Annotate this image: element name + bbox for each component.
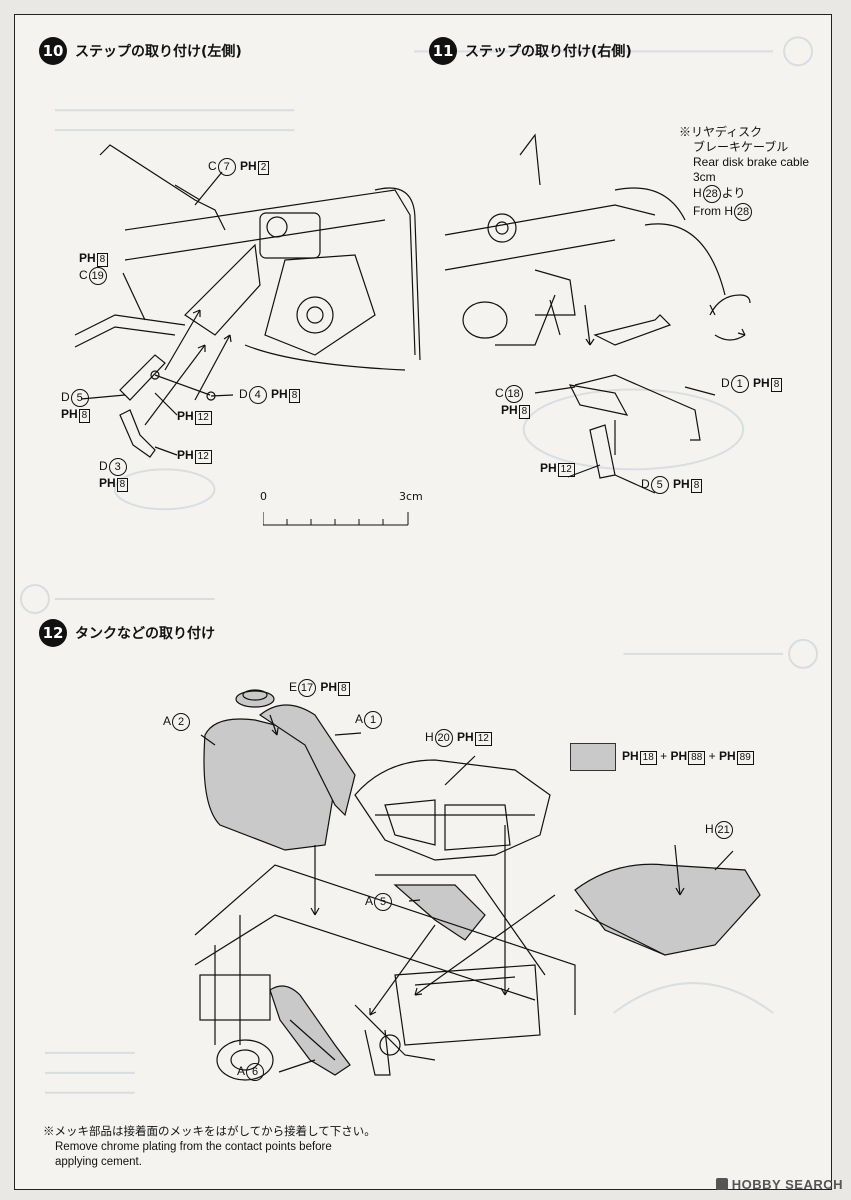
paint-swatch bbox=[570, 743, 616, 771]
step-12-number: 12 bbox=[39, 619, 67, 647]
instruction-sheet: 10 ステップの取り付け(左側) 11 ステップの取り付け(右側) 12 タンク… bbox=[14, 14, 832, 1190]
left-step-illustration bbox=[74, 144, 421, 458]
step-10-title: ステップの取り付け(左側) bbox=[75, 44, 242, 60]
step-12-title: タンクなどの取り付け bbox=[75, 626, 215, 642]
tank-step-illustration bbox=[194, 689, 761, 1081]
right-step-illustration bbox=[444, 133, 751, 494]
step-11-title: ステップの取り付け(右側) bbox=[465, 44, 632, 60]
chrome-removal-note: ※メッキ部品は接着面のメッキをはがしてから接着して下さい。 Remove chr… bbox=[43, 1126, 376, 1168]
step-10-header: 10 ステップの取り付け(左側) bbox=[39, 37, 242, 65]
rear-brake-cable-note: ※リヤディスク ブレーキケーブル Rear disk brake cable 3… bbox=[679, 125, 809, 221]
scale-start: 0 bbox=[260, 490, 267, 503]
step-11-number: 11 bbox=[429, 37, 457, 65]
step-11-header: 11 ステップの取り付け(右側) bbox=[429, 37, 632, 65]
scale-bar: 0 3cm bbox=[260, 490, 423, 540]
scale-end: 3cm bbox=[399, 490, 423, 503]
step-12-header: 12 タンクなどの取り付け bbox=[39, 619, 215, 647]
hobby-search-watermark: HOBBY SEARCH bbox=[715, 1177, 843, 1192]
watermark-logo-icon bbox=[715, 1178, 728, 1190]
scale-ruler bbox=[263, 512, 409, 526]
step-10-number: 10 bbox=[39, 37, 67, 65]
